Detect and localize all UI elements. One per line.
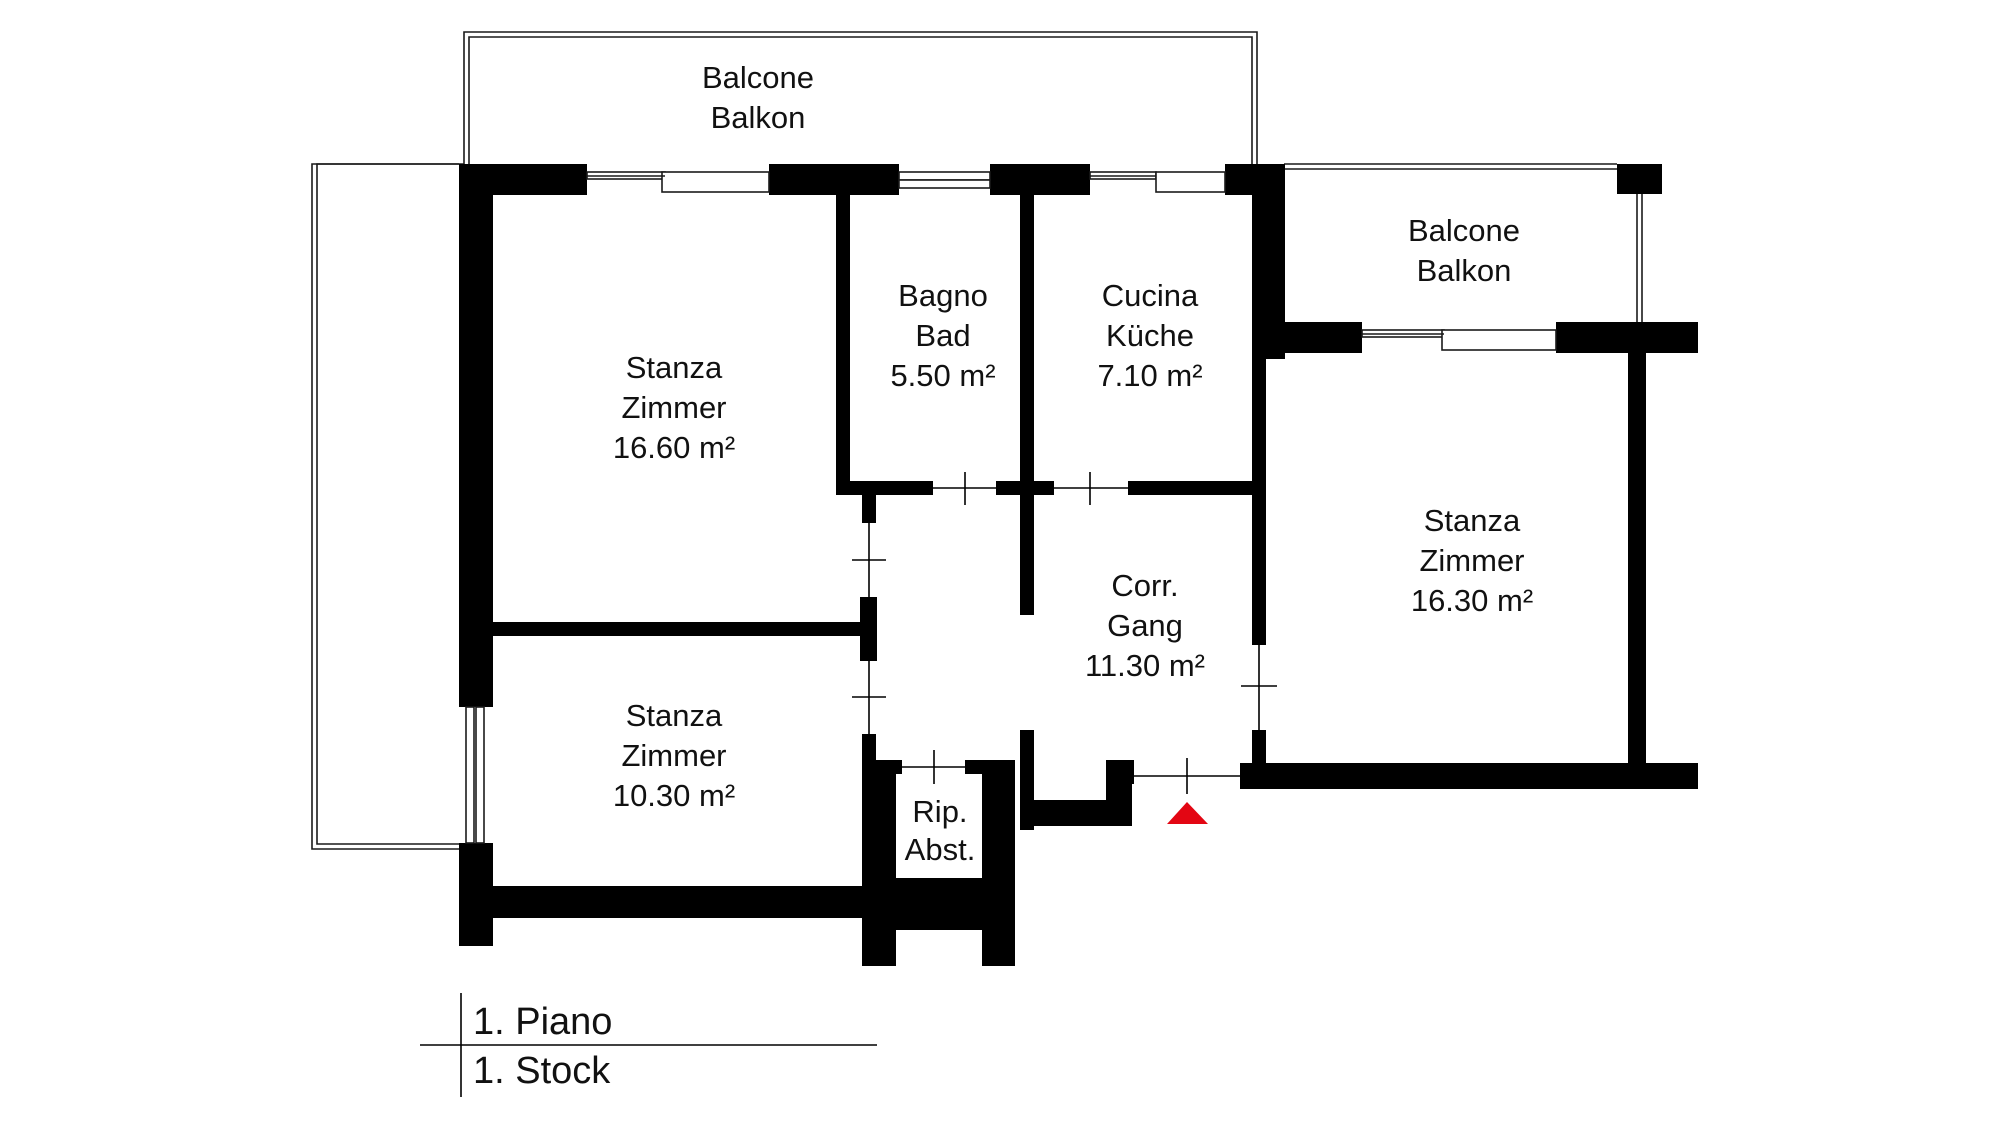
room-label-room-large-left: Stanza Zimmer 16.60 m² bbox=[613, 350, 735, 465]
room-name-it: Stanza bbox=[626, 698, 723, 733]
room-name-de: Zimmer bbox=[621, 738, 726, 773]
room-name-it: Balcone bbox=[702, 60, 814, 95]
entrance-marker-icon bbox=[1167, 802, 1208, 824]
room-area: 11.30 m² bbox=[1085, 648, 1205, 683]
room-name-de: Zimmer bbox=[1419, 543, 1524, 578]
room-name-it: Corr. bbox=[1111, 568, 1178, 603]
balcony-outlines bbox=[311, 31, 1643, 850]
room-name-it: Bagno bbox=[898, 278, 988, 313]
room-name-it: Rip. bbox=[912, 794, 967, 829]
room-area: 5.50 m² bbox=[890, 358, 995, 393]
room-label-corridor: Corr. Gang 11.30 m² bbox=[1085, 568, 1205, 683]
room-label-balcony-top: Balcone Balkon bbox=[702, 60, 814, 135]
floor-label-de: 1. Stock bbox=[473, 1050, 611, 1092]
room-label-room-small-left: Stanza Zimmer 10.30 m² bbox=[613, 698, 735, 813]
walls bbox=[459, 164, 1698, 966]
room-label-storage: Rip. Abst. bbox=[905, 794, 976, 867]
room-name-it: Balcone bbox=[1408, 213, 1520, 248]
room-name-de: Zimmer bbox=[621, 390, 726, 425]
room-label-room-right: Stanza Zimmer 16.30 m² bbox=[1411, 503, 1533, 618]
room-name-de: Balkon bbox=[711, 100, 806, 135]
room-label-kitchen: Cucina Küche 7.10 m² bbox=[1097, 278, 1202, 393]
windows bbox=[465, 171, 1557, 844]
room-area: 16.60 m² bbox=[613, 430, 735, 465]
room-area: 7.10 m² bbox=[1097, 358, 1202, 393]
room-name-de: Bad bbox=[915, 318, 970, 353]
room-label-bathroom: Bagno Bad 5.50 m² bbox=[890, 278, 995, 393]
room-name-de: Küche bbox=[1106, 318, 1194, 353]
floor-legend: 1. Piano 1. Stock bbox=[420, 993, 877, 1097]
room-name-de: Balkon bbox=[1417, 253, 1512, 288]
room-area: 10.30 m² bbox=[613, 778, 735, 813]
room-area: 16.30 m² bbox=[1411, 583, 1533, 618]
room-name-de: Gang bbox=[1107, 608, 1183, 643]
room-label-balcony-right: Balcone Balkon bbox=[1408, 213, 1520, 288]
floor-label-it: 1. Piano bbox=[473, 1001, 612, 1043]
doors bbox=[852, 472, 1277, 794]
room-name-de: Abst. bbox=[905, 832, 976, 867]
room-name-it: Cucina bbox=[1102, 278, 1199, 313]
room-name-it: Stanza bbox=[1424, 503, 1521, 538]
room-name-it: Stanza bbox=[626, 350, 723, 385]
